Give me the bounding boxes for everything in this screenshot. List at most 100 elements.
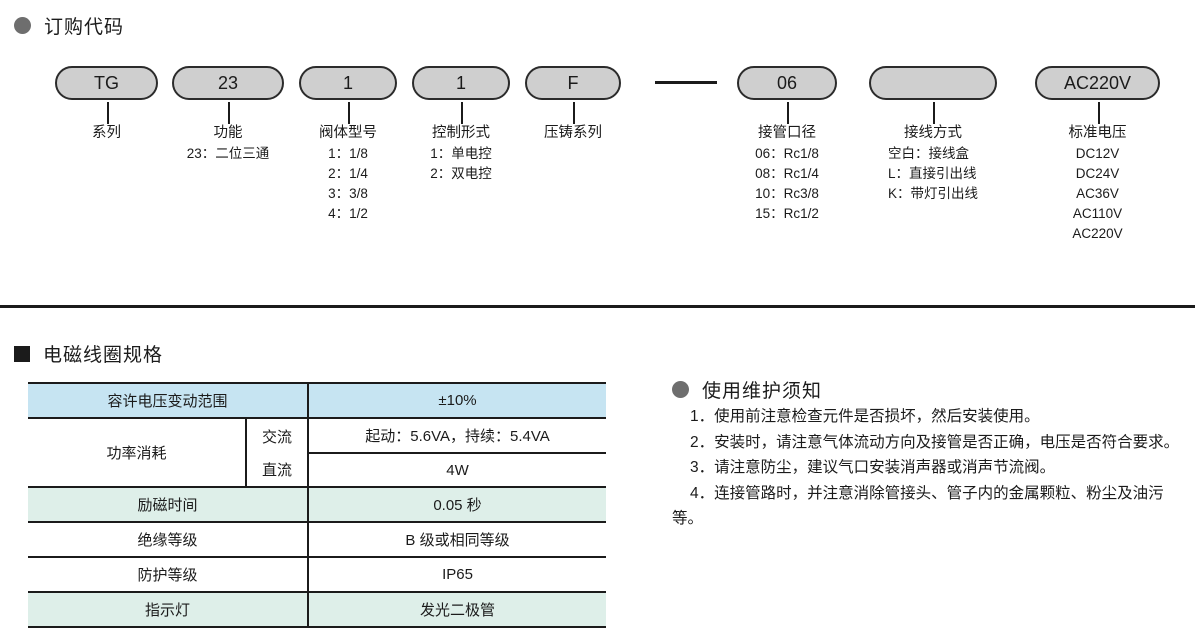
- order-code-option: DC24V: [1075, 166, 1120, 181]
- coil-row-value: 发光二极管: [307, 591, 606, 628]
- table-row: 指示灯发光二极管: [28, 591, 606, 628]
- order-code-option: 空白：接线盒: [887, 146, 969, 161]
- order-code-options-8: DC12V DC24V AC36V AC110V AC220V: [1069, 144, 1127, 244]
- leader-line-8: [1097, 102, 1100, 124]
- maintenance-notes-heading: 使用维护须知: [672, 376, 822, 403]
- order-code-option: DC12V: [1075, 146, 1120, 161]
- order-code-option: 3：3/8: [328, 186, 368, 201]
- order-code-box-7[interactable]: [869, 66, 997, 100]
- order-code-column-4: 1 控制形式 1：单电控 2：双电控: [412, 66, 510, 181]
- maintenance-note-item: 1．使用前注意检查元件是否损坏，然后安装使用。: [690, 408, 1040, 425]
- section-divider: [0, 305, 1195, 308]
- coil-row-value: ±10%: [307, 382, 606, 419]
- order-code-box-2[interactable]: 23: [172, 66, 284, 100]
- order-code-title: 订购代码: [44, 17, 125, 38]
- order-code-box-8[interactable]: AC220V: [1035, 66, 1160, 100]
- order-code-option: AC110V: [1072, 206, 1123, 221]
- order-code-option: 2：1/4: [328, 166, 368, 181]
- order-code-label-group-7: 接线方式空白：接线盒 L：直接引出线 K：带灯引出线: [888, 124, 978, 204]
- order-code-box-5[interactable]: F: [525, 66, 621, 100]
- circle-bullet-icon: [672, 381, 689, 398]
- order-code-options-7: 空白：接线盒 L：直接引出线 K：带灯引出线: [888, 144, 978, 204]
- order-code-column-8: AC220V 标准电压 DC12V DC24V AC36V AC110V AC220V: [1035, 66, 1160, 241]
- order-code-option: AC220V: [1072, 226, 1123, 241]
- order-code-label-1: 系列: [92, 125, 121, 141]
- order-code-box-4[interactable]: 1: [412, 66, 510, 100]
- order-code-label-3: 阀体型号: [319, 125, 377, 141]
- leader-line-5: [573, 102, 575, 124]
- coil-row-subname: 交流: [244, 417, 310, 453]
- order-code-box-1[interactable]: TG: [55, 66, 158, 100]
- order-code-option: L：直接引出线: [887, 166, 977, 181]
- coil-row-name: 防护等级: [28, 556, 309, 593]
- order-code-options-4: 1：单电控 2：双电控: [430, 144, 492, 184]
- order-code-label-2: 功能: [213, 125, 243, 141]
- leader-line-4: [461, 102, 463, 124]
- order-code-option: 2：双电控: [430, 166, 492, 181]
- square-bullet-icon: [14, 345, 30, 362]
- order-code-option: 1：单电控: [430, 146, 492, 161]
- order-code-label-group-1: 系列: [92, 124, 121, 143]
- order-code-option: 10：Rc3/8: [755, 186, 819, 201]
- coil-row-name: 功率消耗: [28, 417, 246, 488]
- order-code-separator-dash: [655, 81, 717, 84]
- order-code-label-7: 接线方式: [903, 125, 962, 141]
- order-code-option: 08：Rc1/4: [755, 166, 819, 181]
- order-code-section-heading: 订购代码: [14, 12, 124, 39]
- order-code-option: 4：1/2: [328, 206, 368, 221]
- order-code-column-5: F 压铸系列: [525, 66, 621, 141]
- order-code-column-2: 23 功能 23：二位三通: [172, 66, 284, 161]
- leader-line-7: [933, 102, 935, 124]
- maintenance-note-item: 2．安装时，请注意气体流动方向及接管是否正确，电压是否符合要求。: [690, 433, 1180, 451]
- coil-row-value: 起动：5.6VA，持续：5.4VA: [307, 417, 606, 454]
- order-code-label-8: 标准电压: [1068, 125, 1127, 141]
- coil-row-name: 绝缘等级: [28, 521, 309, 558]
- order-code-option: 15：Rc1/2: [755, 206, 819, 221]
- order-code-option: K：带灯引出线: [887, 186, 979, 201]
- order-code-label-group-2: 功能 23：二位三通: [187, 124, 270, 164]
- order-code-column-1: TG 系列: [55, 66, 158, 141]
- order-code-label-group-4: 控制形式 1：单电控 2：双电控: [430, 124, 492, 184]
- leader-line-2: [228, 102, 230, 124]
- order-code-option: 23：二位三通: [186, 146, 270, 161]
- order-code-option: AC36V: [1076, 186, 1119, 201]
- coil-row-name: 容许电压变动范围: [28, 382, 309, 419]
- leader-line-6: [787, 102, 789, 124]
- order-code-box-6[interactable]: 06: [737, 66, 837, 100]
- order-code-label-5: 压铸系列: [544, 125, 602, 141]
- order-code-box-3[interactable]: 1: [299, 66, 397, 100]
- coil-row-name: 指示灯: [28, 591, 309, 628]
- table-row: 功率消耗交流起动：5.6VA，持续：5.4VA: [28, 417, 606, 488]
- order-code-option: 1：1/8: [328, 146, 368, 161]
- coil-row-value: B 级或相同等级: [307, 521, 606, 558]
- maintenance-notes-title: 使用维护须知: [702, 381, 823, 402]
- coil-spec-title: 电磁线圈规格: [43, 345, 164, 366]
- order-code-label-6: 接管口径: [757, 125, 816, 141]
- order-code-column-7: 接线方式空白：接线盒 L：直接引出线 K：带灯引出线: [869, 66, 997, 201]
- leader-line-3: [348, 102, 350, 124]
- order-code-label-group-5: 压铸系列: [544, 124, 602, 143]
- maintenance-note-item: 4．连接管路时，并注意消除管接头、管子内的金属颗粒、粉尘及油污等。: [672, 484, 1164, 528]
- coil-row-value: 0.05 秒: [307, 486, 606, 523]
- coil-row-name: 励磁时间: [28, 486, 309, 523]
- order-code-diagram: TG 系列 23 功能 23：二位三通 1 阀体型号 1：1/8 2：1/4 3：3/8 4：1/2…: [0, 66, 1195, 266]
- order-code-column-3: 1 阀体型号 1：1/8 2：1/4 3：3/8 4：1/2: [299, 66, 397, 221]
- leader-line-1: [106, 102, 109, 124]
- coil-spec-section-heading: 电磁线圈规格: [14, 340, 163, 367]
- order-code-label-4: 控制形式: [431, 125, 490, 141]
- coil-row-subname: 直流: [244, 453, 310, 488]
- circle-bullet-icon: [14, 17, 31, 34]
- order-code-label-group-3: 阀体型号 1：1/8 2：1/4 3：3/8 4：1/2: [319, 124, 377, 224]
- maintenance-notes-list: 1．使用前注意检查元件是否损坏，然后安装使用。 2．安装时，请注意气体流动方向及接…: [672, 404, 1184, 532]
- coil-row-value: 4W: [307, 452, 606, 488]
- table-row: 容许电压变动范围±10%: [28, 382, 606, 419]
- coil-row-value: IP65: [307, 556, 606, 593]
